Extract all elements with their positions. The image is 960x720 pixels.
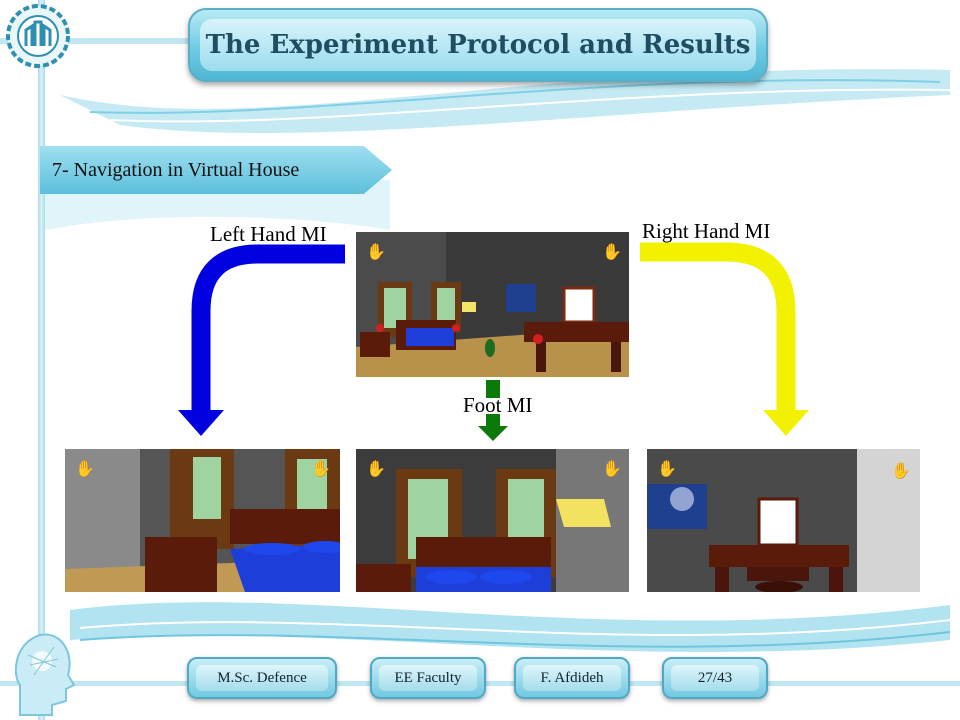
scene-left: ✋ ✋ bbox=[65, 449, 340, 592]
foot-arrow-shaft-top bbox=[486, 380, 500, 398]
left-hand-label: Left Hand MI bbox=[210, 222, 327, 246]
blue-hand-icon: ✋ bbox=[75, 461, 95, 478]
right-arrowhead bbox=[763, 410, 809, 436]
yellow-hand-icon: ✋ bbox=[602, 244, 622, 261]
blue-hand-icon: ✋ bbox=[657, 461, 677, 478]
scene-center: ✋ ✋ bbox=[356, 232, 629, 377]
frame-horizontal-line bbox=[0, 38, 190, 44]
yellow-hand-icon: ✋ bbox=[602, 461, 622, 478]
left-arrowhead bbox=[178, 410, 224, 436]
brain-head-icon bbox=[14, 633, 76, 716]
footer-label: EE Faculty bbox=[394, 669, 462, 686]
blue-hand-icon: ✋ bbox=[366, 244, 386, 261]
scene-right: ✋ ✋ bbox=[647, 449, 920, 592]
foot-arrowhead bbox=[478, 426, 508, 441]
scene-middle: ✋ ✋ bbox=[356, 449, 629, 592]
blue-hand-icon: ✋ bbox=[366, 461, 386, 478]
section-heading: 7- Navigation in Virtual House bbox=[40, 146, 392, 194]
footer-item-defence: M.Sc. Defence bbox=[187, 657, 337, 699]
footer-label: F. Afdideh bbox=[540, 669, 604, 686]
footer-item-page-number: 27/43 bbox=[662, 657, 768, 699]
right-arrow bbox=[640, 242, 796, 412]
frame-vertical-line bbox=[38, 0, 45, 720]
right-hand-label: Right Hand MI bbox=[642, 219, 771, 243]
slide-title: The Experiment Protocol and Results bbox=[200, 19, 756, 71]
foot-arrow-shaft-bottom bbox=[486, 414, 500, 428]
slide-title-box: The Experiment Protocol and Results bbox=[188, 8, 768, 82]
footer-item-author: F. Afdideh bbox=[514, 657, 630, 699]
footer-item-faculty: EE Faculty bbox=[370, 657, 486, 699]
page-number: 27/43 bbox=[697, 669, 733, 686]
university-logo bbox=[6, 4, 70, 68]
footer-label: M.Sc. Defence bbox=[217, 669, 307, 686]
left-arrow bbox=[191, 244, 345, 412]
yellow-hand-icon: ✋ bbox=[311, 461, 331, 478]
yellow-hand-icon: ✋ bbox=[891, 463, 911, 480]
